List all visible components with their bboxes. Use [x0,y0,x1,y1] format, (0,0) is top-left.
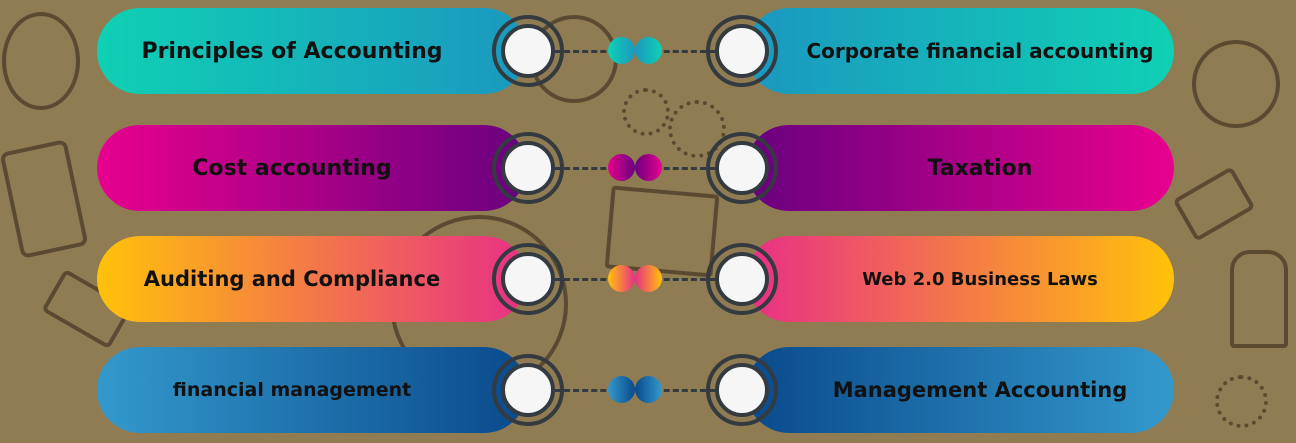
node-ring [706,243,778,315]
node-ring [492,132,564,204]
dollar-icon [1192,40,1280,128]
briefcase-icon [604,185,720,278]
node-circle [715,141,769,195]
chess-knight-icon [1230,250,1288,348]
node-ring [706,15,778,87]
node-ring [492,243,564,315]
gear-icon [622,88,670,136]
topic-label: Cost accounting [192,155,392,181]
connector-dot [635,154,662,181]
topic-label: Taxation [927,155,1033,181]
node-ring [492,15,564,87]
topic-label: financial management [172,379,412,401]
topic-pill-left: Principles of Accounting [97,8,527,94]
connector-dot [608,37,635,64]
connector-dot [635,37,662,64]
topic-label: Corporate financial accounting [806,39,1154,63]
topic-pill-right: Management Accounting [746,347,1174,433]
connector-dot [635,265,662,292]
connector-dot [635,376,662,403]
node-ring [706,132,778,204]
topic-pill-left: financial management [97,347,527,433]
connector-dot [608,376,635,403]
topic-pill-right: Corporate financial accounting [746,8,1174,94]
topic-label: Principles of Accounting [141,38,443,64]
topic-pill-right: Web 2.0 Business Laws [746,236,1174,322]
node-ring [706,354,778,426]
node-circle [501,141,555,195]
node-circle [501,24,555,78]
topic-label: Management Accounting [832,378,1128,402]
megaphone-icon [1172,166,1256,242]
calculator-icon [0,139,89,259]
node-circle [715,24,769,78]
node-ring [492,354,564,426]
connector-dot [608,265,635,292]
gear-icon [668,100,726,158]
topic-pill-right: Taxation [746,125,1174,211]
topic-pill-left: Cost accounting [97,125,527,211]
topic-label: Web 2.0 Business Laws [862,268,1098,290]
node-circle [501,363,555,417]
node-circle [715,363,769,417]
topic-pill-left: Auditing and Compliance [97,236,527,322]
gear-icon [1215,375,1268,428]
globe-icon [2,12,80,110]
node-circle [715,252,769,306]
node-circle [501,252,555,306]
topic-label: Auditing and Compliance [143,267,441,291]
connector-dot [608,154,635,181]
